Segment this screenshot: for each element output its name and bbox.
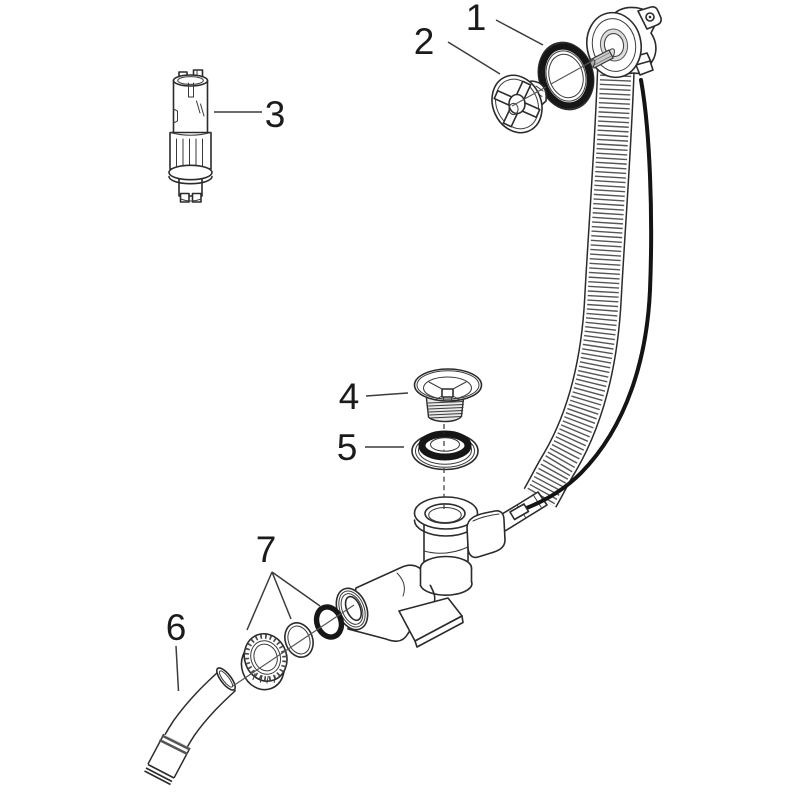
label-6: 6 xyxy=(166,607,187,648)
leader-1 xyxy=(495,19,544,46)
leader-7b xyxy=(271,571,292,620)
label-7: 7 xyxy=(256,529,277,570)
label-1: 1 xyxy=(466,0,487,38)
leader-7a xyxy=(246,571,273,631)
part-overflow-rosette xyxy=(491,74,548,134)
leader-lines xyxy=(175,19,544,692)
part-number-labels: 1 2 3 4 5 6 7 xyxy=(166,0,487,648)
cable-end-fitting xyxy=(509,503,530,521)
label-3: 3 xyxy=(265,94,286,135)
drain-body xyxy=(335,491,548,648)
part-plug-cartridge xyxy=(168,69,213,203)
overflow-body xyxy=(586,6,662,79)
leader-6 xyxy=(175,645,180,692)
part-waste-seal-ring xyxy=(411,430,479,471)
assembly-axis-lines xyxy=(232,60,592,687)
label-5: 5 xyxy=(337,427,358,468)
part-waste-strainer-flange xyxy=(413,368,483,423)
cable-port-tab xyxy=(466,510,506,559)
label-4: 4 xyxy=(339,376,360,417)
leader-4 xyxy=(365,392,409,397)
part-outlet-bend-pipe xyxy=(144,667,237,786)
leader-2 xyxy=(447,41,501,75)
leader-7c xyxy=(271,571,321,607)
part-connection-gasket xyxy=(284,622,314,658)
bowden-cable xyxy=(509,78,654,521)
label-2: 2 xyxy=(414,21,435,62)
flexible-overflow-hose xyxy=(523,65,635,508)
